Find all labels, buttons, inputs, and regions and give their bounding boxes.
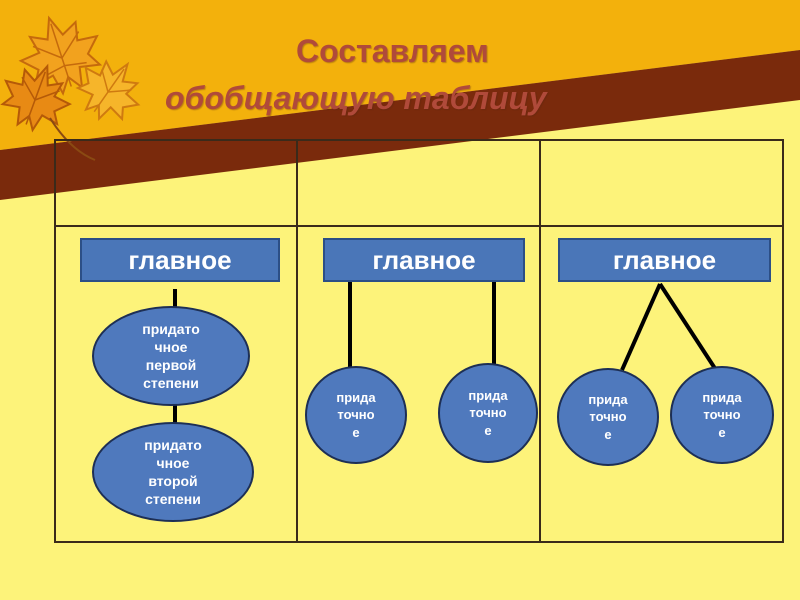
subordinate-clause-label: прида точно е xyxy=(588,391,628,442)
main-clause-box-2: главное xyxy=(323,238,525,282)
subordinate-clause-label: придато чное второй степени xyxy=(144,436,202,508)
subordinate-clause-oval-branching-right: прида точно е xyxy=(670,366,774,464)
summary-table xyxy=(54,139,784,543)
connector-col3-left xyxy=(620,283,662,371)
main-clause-box-1: главное xyxy=(80,238,280,282)
slide-title-line-2: обобщающую таблицу xyxy=(165,80,547,116)
subordinate-clause-oval-branching-left: прида точно е xyxy=(557,368,659,466)
top-orange-band xyxy=(0,0,800,150)
subordinate-clause-label: прида точно е xyxy=(336,389,376,440)
table-border xyxy=(54,139,784,543)
maple-leaves-icon xyxy=(0,15,141,161)
connector-col3-right xyxy=(658,282,718,372)
main-clause-box-3: главное xyxy=(558,238,771,282)
subordinate-clause-label: прида точно е xyxy=(702,389,742,440)
subordinate-clause-label: придато чное первой степени xyxy=(142,320,200,392)
diagonal-brown-band xyxy=(0,50,800,200)
subordinate-clause-label: прида точно е xyxy=(468,387,508,438)
slide-title-line-1: Составляем xyxy=(296,33,489,69)
subordinate-clause-oval-parallel-right: прида точно е xyxy=(438,363,538,463)
connector-lines xyxy=(173,281,718,424)
subordinate-clause-oval-second-degree: придато чное второй степени xyxy=(92,422,254,522)
subordinate-clause-oval-first-degree: придато чное первой степени xyxy=(92,306,250,406)
subordinate-clause-oval-parallel-left: прида точно е xyxy=(305,366,407,464)
